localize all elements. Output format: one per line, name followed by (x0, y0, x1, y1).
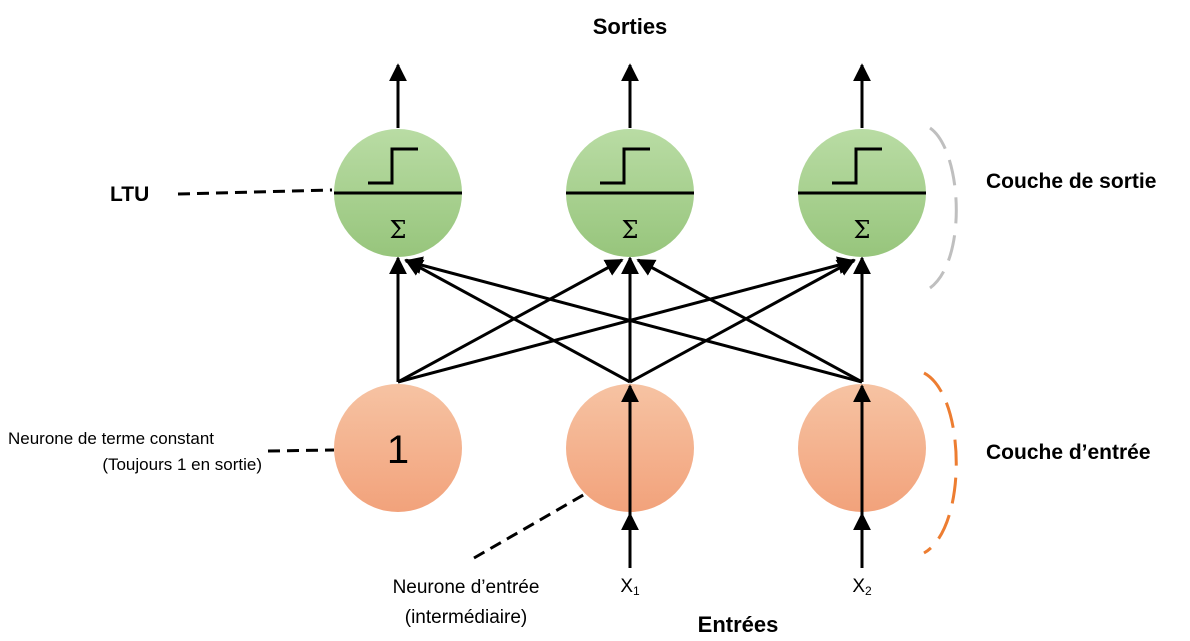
input-neuron-annotation-line1: Neurone d’entrée (393, 577, 540, 598)
output-neuron-1: Σ (334, 129, 462, 257)
input-label-x1: X1 (620, 576, 640, 598)
connection (397, 258, 624, 384)
connection (404, 256, 863, 384)
step-function-icon (368, 147, 418, 185)
connection (636, 258, 863, 384)
output-layer-bracket (929, 126, 958, 290)
bias-pointer (267, 448, 335, 453)
ltu-label: LTU (110, 183, 149, 206)
input-layer-bracket (923, 371, 958, 555)
input-neuron-bias: 1 (334, 384, 462, 512)
connection (404, 258, 631, 384)
bias-value: 1 (387, 428, 409, 472)
bias-annotation-line1: Neurone de terme constant (8, 429, 214, 448)
connection (397, 256, 856, 384)
output-layer-label: Couche de sortie (986, 170, 1156, 193)
step-function-icon (832, 147, 882, 185)
step-function-icon (600, 147, 650, 185)
output-neuron-2: Σ (566, 129, 694, 257)
bias-annotation-line2: (Toujours 1 en sortie) (102, 455, 262, 474)
sigma-symbol: Σ (854, 216, 871, 244)
input-label-x2: X2 (852, 576, 872, 598)
input-neuron-annotation-line2: (intermédiaire) (405, 607, 527, 628)
input-layer-label: Couche d’entrée (986, 441, 1151, 464)
inputs-title: Entrées (698, 612, 779, 637)
outputs-title: Sorties (593, 14, 668, 39)
sigma-symbol: Σ (622, 216, 639, 244)
output-neuron-3: Σ (798, 129, 926, 257)
connections (389, 256, 871, 384)
input-neuron-pointer (473, 492, 586, 560)
sigma-symbol: Σ (390, 216, 407, 244)
ltu-pointer (177, 188, 333, 196)
connection (629, 258, 856, 384)
